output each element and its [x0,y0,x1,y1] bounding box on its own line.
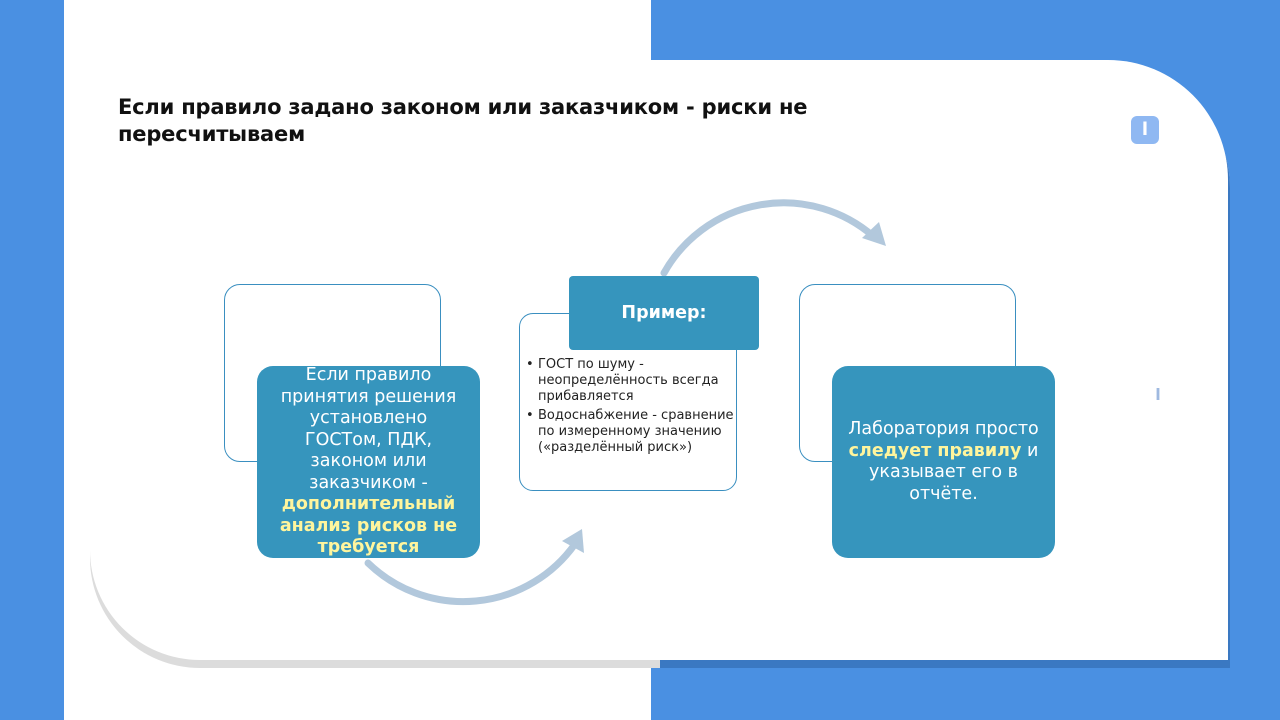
brand-logo-small-icon: l [1155,385,1161,404]
list-item: ГОСТ по шуму - неопределённость всегда п… [525,357,735,405]
right-rule-text: Лаборатория просто следует правилу и ука… [832,419,1055,505]
right-rule-box: Лаборатория просто следует правилу и ука… [832,366,1055,558]
curved-arrow-icon [364,529,584,606]
list-item: Водоснабжение - сравнение по измеренному… [525,408,735,456]
brand-logo-icon: l [1131,116,1159,144]
example-list: ГОСТ по шуму - неопределённость всегда п… [525,357,735,459]
example-header: Пример: [569,276,759,350]
left-rule-main-text: Если правило принятия решения установлен… [280,365,457,493]
right-rule-text-after: и указывает его в отчёте. [869,440,1039,504]
left-rule-highlight: дополнительный анализ рисков не требуетс… [279,494,458,558]
left-rule-box: Если правило принятия решения установлен… [257,365,480,559]
slide-title: Если правило задано законом или заказчик… [118,95,808,146]
left-rule-text: Если правило принятия решения установлен… [257,365,480,559]
curved-arrow-icon [660,199,886,277]
right-rule-highlight: следует правилу [848,440,1022,461]
right-rule-text-before: Лаборатория просто [848,419,1039,439]
